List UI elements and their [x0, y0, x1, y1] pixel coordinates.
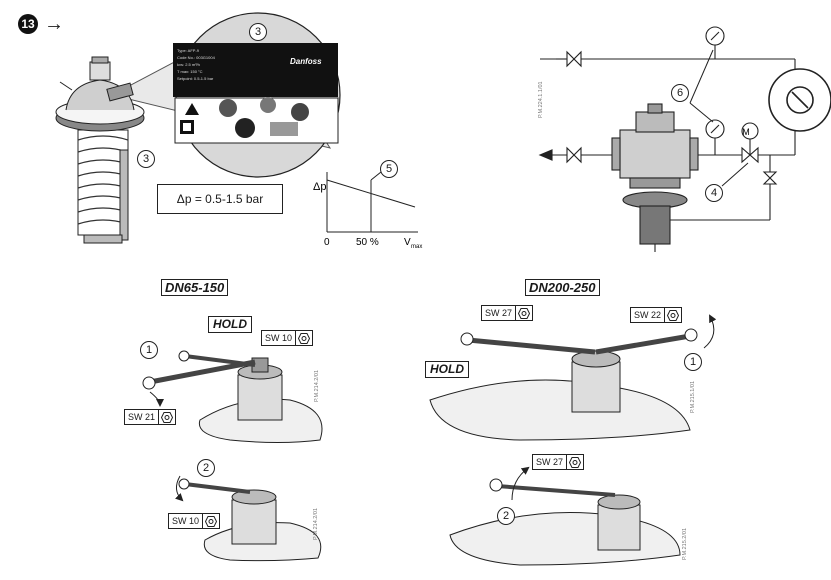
- hex-nut-icon: [664, 308, 681, 322]
- hex-nut-icon: [295, 331, 312, 345]
- warning-icon: [185, 103, 199, 115]
- graph-x50: 50 %: [356, 237, 379, 248]
- drawing-code-4: P.M.215.1/01: [690, 380, 696, 413]
- graph-xmax-sub: max: [411, 244, 422, 250]
- drawing-code-2: P.M.214.2/01: [314, 369, 320, 402]
- dp-graph: [326, 171, 418, 233]
- dn65-wrench-tag-a: SW 10: [261, 330, 314, 346]
- hex-nut-icon: [158, 410, 175, 424]
- dn65-drawings: [142, 350, 323, 562]
- callout-setpoint: 5: [380, 160, 398, 178]
- dn65-hold-label: HOLD: [208, 316, 252, 333]
- callout-dn65-step1: 1: [140, 341, 158, 359]
- drawing-code-3: P.M.214.2/01: [313, 507, 319, 540]
- callout-label-panel: 3: [249, 23, 267, 41]
- wrench-size: SW 27: [485, 308, 513, 318]
- callout-dn200-step1: 1: [684, 353, 702, 371]
- plate-line3: kvs: 2.5 m³/h: [177, 62, 200, 67]
- dn200-drawings: [429, 314, 717, 566]
- dn200-hold-label: HOLD: [425, 361, 469, 378]
- callout-actuator: 3: [137, 150, 155, 168]
- dn200-title: DN200-250: [525, 279, 600, 296]
- wrench-size: SW 22: [634, 310, 662, 320]
- plate-line4: T max: 150 °C: [177, 69, 203, 74]
- dn200-wrench-tag-a: SW 27: [481, 305, 534, 321]
- motor-letter: M: [742, 127, 750, 137]
- plate-line5: Setpoint: 0.5-1.5 bar: [177, 76, 214, 81]
- graph-ylabel: Δp: [313, 181, 326, 193]
- dn200-wrench-tag-c: SW 27: [532, 454, 585, 470]
- hex-nut-icon: [515, 306, 532, 320]
- dn65-title: DN65-150: [161, 279, 229, 296]
- graph-xmax: V: [404, 237, 411, 248]
- hex-nut-icon: [566, 455, 583, 469]
- callout-gauges: 6: [671, 84, 689, 102]
- callout-dn65-step2: 2: [197, 459, 215, 477]
- drawing-code-5: P.M.215.2/01: [682, 527, 688, 560]
- callout-dn200-step2: 2: [497, 507, 515, 525]
- wrench-size: SW 10: [265, 333, 293, 343]
- wrench-size: SW 10: [172, 516, 200, 526]
- wrench-size: SW 21: [128, 412, 156, 422]
- step-arrow-icon: →: [44, 13, 64, 35]
- dn200-wrench-tag-b: SW 22: [630, 307, 683, 323]
- drawing-code-1: P.M.224.1.1/01: [538, 81, 544, 118]
- callout-motor-valve: 4: [705, 184, 723, 202]
- wrench-size: SW 27: [536, 457, 564, 467]
- graph-x0: 0: [324, 237, 330, 248]
- dn65-wrench-tag-b: SW 21: [124, 409, 177, 425]
- step-number-badge: 13: [18, 14, 38, 34]
- plate-line2: Code No.: 003G1004: [177, 55, 216, 60]
- label-plate: Type: AFP-9 Code No.: 003G1004 kvs: 2.5 …: [173, 43, 339, 144]
- brand-logo: Danfoss: [290, 57, 322, 66]
- pressure-range-box: Δp = 0.5-1.5 bar: [157, 184, 283, 214]
- hex-nut-icon: [202, 514, 219, 528]
- dn65-wrench-tag-c: SW 10: [168, 513, 221, 529]
- piping-schematic: [538, 26, 831, 252]
- plate-line1: Type: AFP-9: [177, 48, 200, 53]
